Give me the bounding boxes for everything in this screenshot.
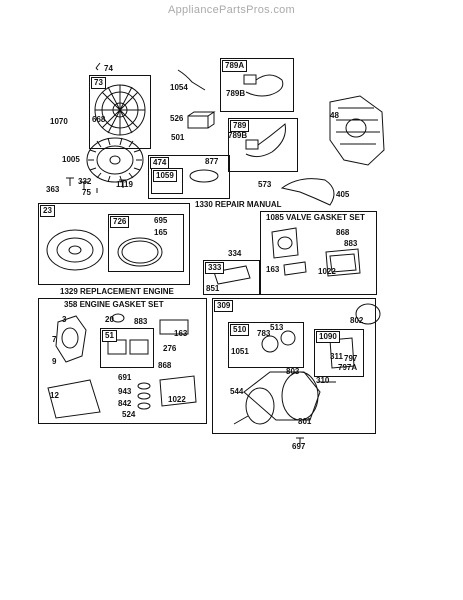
part-label: 1054 [170, 83, 188, 92]
part-label: 1022 [168, 395, 186, 404]
frame-789A [220, 58, 294, 112]
part-label: 868 [336, 228, 350, 237]
part-label: 163 [174, 329, 188, 338]
cylinder-block-drawing [329, 95, 385, 166]
part-label: 3 [62, 315, 67, 324]
frame-510 [228, 322, 304, 368]
frame-51 [100, 328, 154, 368]
screws-drawing [66, 177, 127, 193]
part-label: 165 [154, 228, 168, 237]
frame-789 [228, 118, 298, 172]
part-label: 851 [206, 284, 220, 293]
part-label: 883 [134, 317, 148, 326]
blower-housing-drawing [94, 84, 146, 136]
group-label-474: 474 [150, 157, 170, 169]
part-label: 801 [298, 417, 312, 426]
part-label: 20 [105, 315, 114, 324]
part-label: 1051 [231, 347, 249, 356]
frame-358 [38, 298, 207, 424]
starter-motor-drawing [233, 303, 381, 444]
group-label-333: 333 [205, 262, 225, 274]
part-label: 668 [92, 115, 106, 124]
part-label: 1005 [62, 155, 80, 164]
part-label: 363 [46, 185, 60, 194]
breather-drawing [213, 265, 251, 285]
part-label: 789B [228, 131, 248, 140]
part-label: 697 [292, 442, 306, 451]
part-label: 48 [330, 111, 339, 120]
part-label: 842 [118, 399, 132, 408]
group-label-73: 73 [91, 77, 106, 89]
group-label-51: 51 [102, 330, 117, 342]
frame-23 [38, 203, 190, 285]
part-label: 311 [330, 352, 343, 361]
part-label: 803 [286, 367, 300, 376]
frame-1085 [260, 211, 377, 295]
harness-789-drawing [245, 123, 286, 158]
part-label: 1119 [116, 180, 133, 189]
relay-drawing [187, 111, 216, 129]
flywheel-fan-drawing [86, 137, 144, 183]
part-label: 9 [52, 357, 57, 366]
part-label: 334 [228, 249, 242, 258]
part-label: 695 [154, 216, 168, 225]
part-label: 1022 [318, 267, 336, 276]
group-label-789: 789 [230, 120, 250, 132]
group-label-789A: 789A [222, 60, 248, 72]
part-label: 332 [78, 177, 92, 186]
part-label: 783 [257, 329, 271, 338]
frame-726 [108, 214, 184, 272]
bolt-74-drawing [95, 62, 101, 71]
part-label: 7 [52, 335, 57, 344]
part-label: 276 [163, 344, 177, 353]
frame-73 [89, 75, 151, 149]
frame-1090 [314, 329, 364, 377]
frame-309 [212, 298, 376, 434]
group-title-1329: 1329 REPLACEMENT ENGINE [60, 287, 174, 296]
part-label: 868 [158, 361, 172, 370]
part-label: 544 [230, 387, 244, 396]
part-label: 524 [122, 410, 136, 419]
part-label: 797A [338, 363, 358, 372]
part-label: 797 [344, 354, 358, 363]
part-label: 573 [258, 180, 272, 189]
part-label: 501 [171, 133, 185, 142]
part-label: 943 [118, 387, 132, 396]
group-title-1330: 1330 REPAIR MANUAL [195, 200, 282, 209]
part-label: 691 [118, 373, 132, 382]
part-label: 75 [82, 188, 91, 197]
part-label: 802 [350, 316, 364, 325]
coil-wire-drawing [189, 169, 219, 183]
site-watermark: AppliancePartsPros.com [167, 4, 296, 16]
part-label: 789B [226, 89, 246, 98]
part-label: 883 [344, 239, 358, 248]
group-label-1090: 1090 [316, 331, 340, 343]
part-label: 163 [266, 265, 280, 274]
baffle-drawing [280, 178, 335, 206]
ring-gasket-drawing [117, 237, 163, 267]
group-label-23: 23 [40, 205, 55, 217]
part-label: 74 [104, 64, 113, 73]
part-label: 12 [50, 391, 59, 400]
group-title-1085: 1085 VALVE GASKET SET [266, 213, 365, 222]
frame-474 [148, 155, 230, 199]
part-label: 405 [336, 190, 350, 199]
part-label: 526 [170, 114, 184, 123]
group-label-1059: 1059 [153, 170, 177, 182]
flywheel-drawing [46, 229, 104, 271]
group-label-726: 726 [110, 216, 130, 228]
group-label-510: 510 [230, 324, 250, 336]
part-label: 1070 [50, 117, 68, 126]
part-label: 310 [316, 376, 330, 385]
part-label: 513 [270, 323, 284, 332]
part-label: 877 [205, 157, 219, 166]
harness-789A-drawing [243, 74, 284, 97]
cable-tie-drawing [177, 69, 206, 91]
group-title-358: 358 ENGINE GASKET SET [64, 300, 164, 309]
frame-333 [203, 260, 260, 295]
engine-gaskets-drawing [47, 313, 197, 419]
valve-gasket-drawing [271, 227, 361, 277]
group-label-309: 309 [214, 300, 234, 312]
